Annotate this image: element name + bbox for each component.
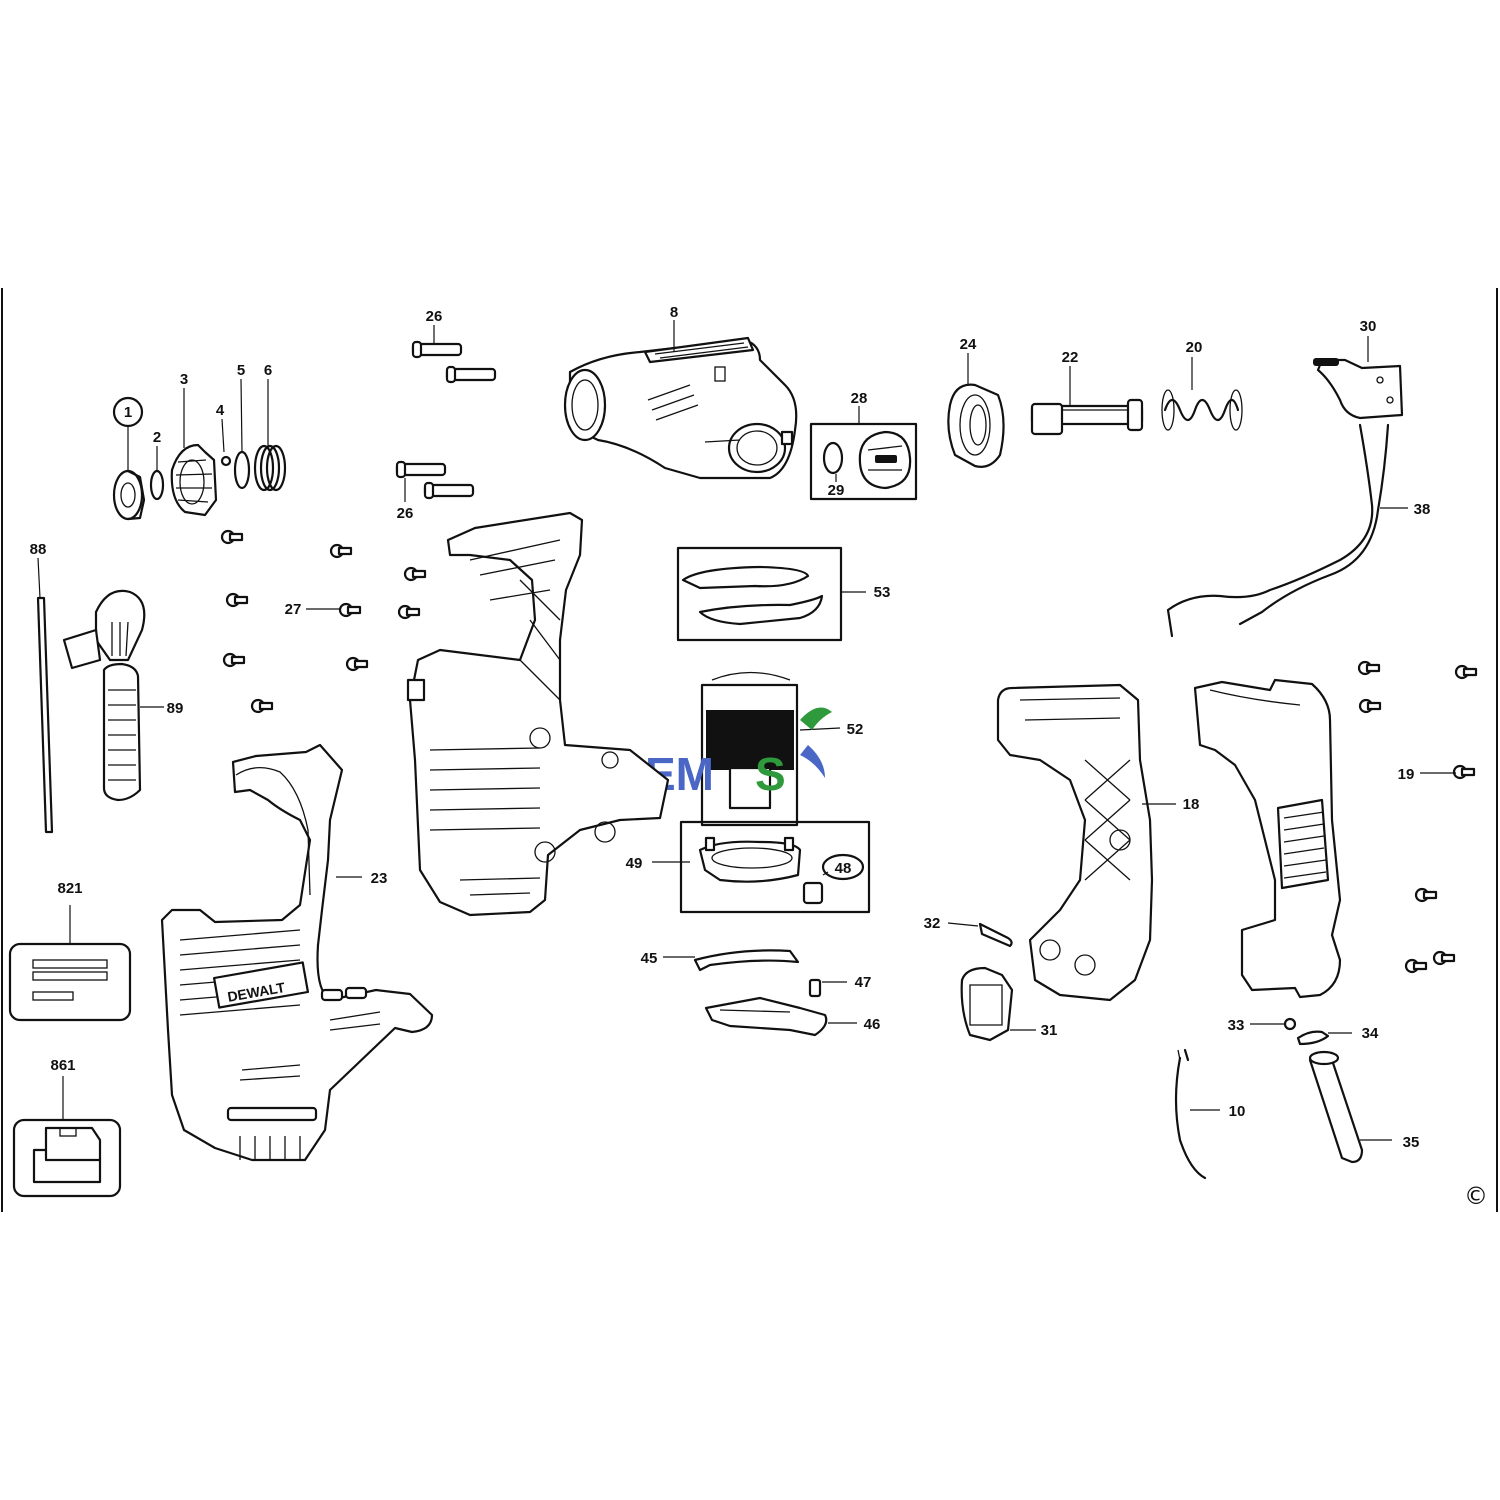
label-part-4: 4 bbox=[216, 402, 225, 419]
part-88-depth-rod bbox=[36, 557, 54, 834]
part-52-stator bbox=[700, 671, 841, 827]
label-part-48: 48 bbox=[835, 860, 852, 877]
label-part-47: 47 bbox=[855, 974, 872, 991]
part-49-box bbox=[652, 820, 871, 914]
part-48-circle-marker bbox=[821, 853, 865, 881]
label-part-52: 52 bbox=[847, 721, 864, 738]
handle-outer-shell bbox=[1193, 678, 1342, 999]
label-part-26-upper: 26 bbox=[426, 308, 443, 325]
part-31-grip-cap bbox=[960, 966, 1036, 1042]
part-30-switch bbox=[1313, 336, 1404, 420]
label-part-26-lower: 26 bbox=[397, 505, 414, 522]
part-4-ball bbox=[220, 418, 232, 467]
part-89-side-handle bbox=[62, 589, 164, 802]
label-part-861: 861 bbox=[50, 1057, 75, 1074]
label-part-38: 38 bbox=[1414, 501, 1431, 518]
part-26-screws-lower bbox=[395, 460, 475, 502]
part-26-screws-upper bbox=[411, 325, 497, 384]
part-33-screw bbox=[1250, 1017, 1297, 1031]
part-35-cable-sleeve bbox=[1308, 1050, 1392, 1164]
label-part-53: 53 bbox=[874, 584, 891, 601]
label-part-18: 18 bbox=[1183, 796, 1200, 813]
part-32-pin bbox=[947, 922, 1013, 948]
part-8-gear-housing bbox=[563, 320, 798, 480]
watermark-logo-s: S bbox=[755, 748, 786, 800]
label-part-89: 89 bbox=[167, 700, 184, 717]
part-29-o-ring bbox=[822, 441, 844, 475]
label-part-10: 10 bbox=[1229, 1103, 1246, 1120]
label-part-28: 28 bbox=[851, 390, 868, 407]
part-53-box bbox=[676, 546, 866, 642]
label-part-20: 20 bbox=[1186, 339, 1203, 356]
label-part-34: 34 bbox=[1362, 1025, 1379, 1042]
part-38-wires bbox=[1166, 423, 1408, 638]
center-housing-frame bbox=[406, 511, 670, 917]
label-part-8: 8 bbox=[670, 304, 678, 321]
label-part-33: 33 bbox=[1228, 1017, 1245, 1034]
label-part-23: 23 bbox=[371, 870, 388, 887]
label-part-3: 3 bbox=[180, 371, 188, 388]
part-1-nose-cap bbox=[112, 396, 146, 521]
part-5-ring bbox=[233, 378, 251, 490]
part-18-handle-inner bbox=[996, 683, 1176, 1002]
part-20-spring bbox=[1161, 357, 1243, 431]
part-23-housing: DEWALT bbox=[160, 743, 434, 1162]
label-part-6: 6 bbox=[264, 362, 272, 379]
label-part-2: 2 bbox=[153, 429, 161, 446]
part-2-ring bbox=[149, 446, 165, 501]
label-part-5: 5 bbox=[237, 362, 245, 379]
part-46-brush-holder bbox=[704, 996, 857, 1037]
label-part-19: 19 bbox=[1398, 766, 1415, 783]
part-821-label bbox=[8, 905, 132, 1022]
part-24-seal bbox=[947, 353, 1005, 468]
part-34-clamp bbox=[1296, 1030, 1352, 1046]
label-part-22: 22 bbox=[1062, 349, 1079, 366]
label-part-30: 30 bbox=[1360, 318, 1377, 335]
label-part-35: 35 bbox=[1403, 1134, 1420, 1151]
label-part-88: 88 bbox=[30, 541, 47, 558]
label-part-31: 31 bbox=[1041, 1022, 1058, 1039]
label-part-32: 32 bbox=[924, 915, 941, 932]
copyright-symbol: © bbox=[1464, 1182, 1488, 1210]
part-3-collar bbox=[170, 388, 218, 517]
label-part-49: 49 bbox=[626, 855, 643, 872]
label-part-27: 27 bbox=[285, 601, 302, 618]
part-861-case bbox=[12, 1076, 122, 1198]
part-22-striker bbox=[1030, 366, 1144, 436]
label-part-24: 24 bbox=[960, 336, 977, 353]
part-27-screws bbox=[220, 529, 427, 714]
label-part-29: 29 bbox=[828, 482, 845, 499]
part-47-screw bbox=[808, 978, 847, 998]
label-part-821: 821 bbox=[57, 880, 82, 897]
part-6-spring bbox=[253, 379, 287, 492]
label-part-46: 46 bbox=[864, 1016, 881, 1033]
part-10-cable bbox=[1174, 1048, 1220, 1180]
label-part-1: 1 bbox=[124, 404, 132, 421]
part-28-box bbox=[809, 406, 918, 501]
part-45-bracket bbox=[663, 949, 800, 972]
label-part-45: 45 bbox=[641, 950, 658, 967]
part-19-screws bbox=[1357, 660, 1478, 974]
